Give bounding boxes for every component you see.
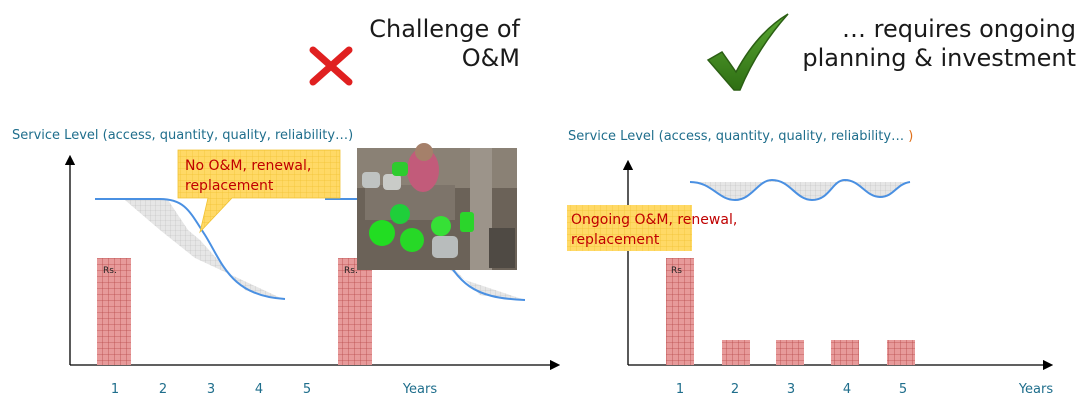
left-x-label-3: 3 [207,382,215,396]
right-title-line2: planning & investment [802,44,1076,72]
left-x-label-4: 4 [255,382,263,396]
right-title: … requires ongoing planning & investment [790,15,1076,73]
left-service-curve-1 [95,198,286,300]
right-maintenance-area [690,180,910,200]
left-title-line2: O&M [461,44,520,72]
right-investment-bar-4 [831,340,859,365]
left-callout-line1: No O&M, renewal, [185,158,311,174]
left-title: Challenge of O&M [340,15,520,73]
right-axis-title-main: Service Level (access, quantity, quality… [568,129,908,144]
left-investment-bar-1 [97,258,131,365]
right-investment-bar-5 [887,340,915,365]
left-x-label-2: 2 [159,382,167,396]
right-axis-title: Service Level (access, quantity, quality… [568,129,913,144]
right-callout-line2: replacement [571,232,660,248]
right-x-label-4: 4 [843,382,851,396]
right-callout [567,205,692,251]
left-axis-title: Service Level (access, quantity, quality… [12,128,353,143]
right-x-label-years: Years [1018,382,1054,396]
left-x-label-1: 1 [111,382,119,396]
left-x-label-5: 5 [303,382,311,396]
left-decline-area-1 [125,200,285,300]
right-x-label-2: 2 [731,382,739,396]
left-investment-bar-2 [338,258,372,365]
right-investment-bar-3 [776,340,804,365]
right-bar-1-label: Rs [671,266,682,276]
right-callout-line1: Ongoing O&M, renewal, [571,212,737,228]
right-axis-title-paren: ) [908,129,913,144]
left-callout [177,149,341,234]
right-x-label-1: 1 [676,382,684,396]
right-service-curve [689,178,911,202]
green-check-icon [702,8,794,100]
left-title-line1: Challenge of [369,15,520,43]
left-callout-line2: replacement [185,178,274,194]
right-x-label-3: 3 [787,382,795,396]
left-bar-2-label: Rs. [344,266,358,276]
left-bar-1-label: Rs. [103,266,117,276]
right-x-label-5: 5 [899,382,907,396]
right-investment-bar-2 [722,340,750,365]
right-investment-bar-1 [666,258,694,365]
left-x-label-years: Years [402,382,438,396]
right-title-line1: … requires ongoing [841,15,1076,43]
water-collection-photo [357,143,517,270]
red-x-icon [309,46,353,86]
